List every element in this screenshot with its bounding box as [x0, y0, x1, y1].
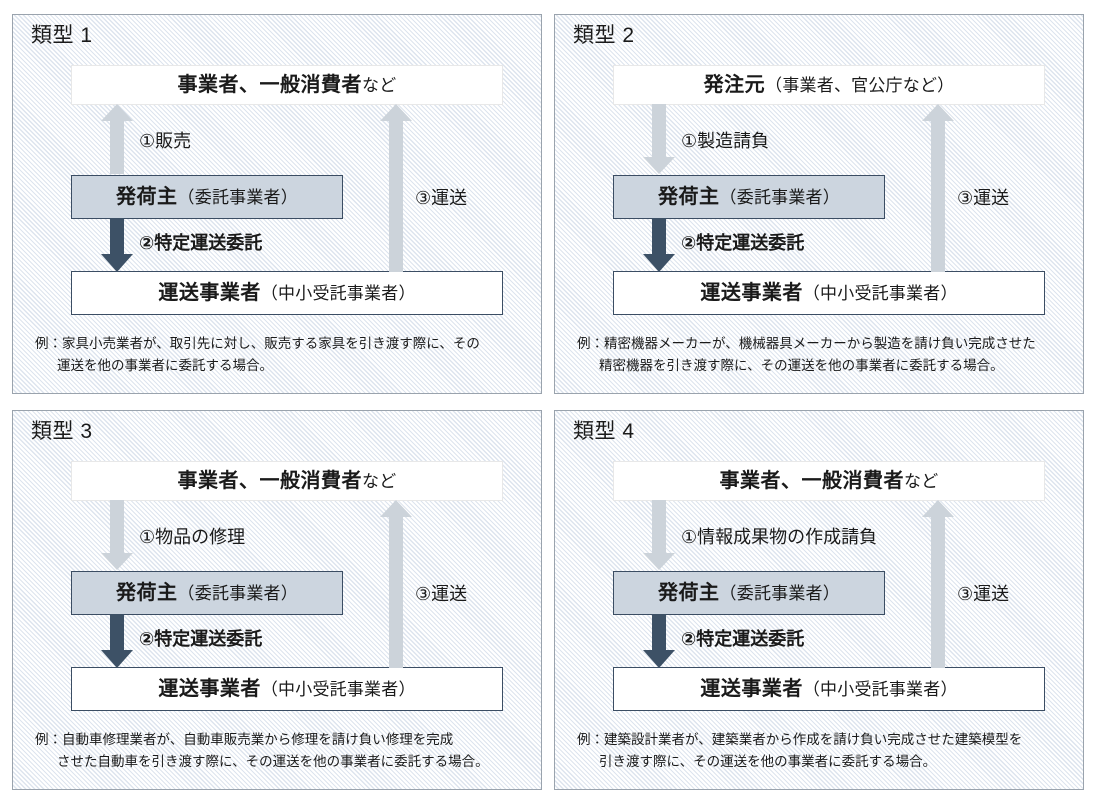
node-bottom-sub: （中小受託事業者） [260, 679, 416, 699]
example-note: 例：自動車修理業者が、自動車販売業から修理を請け負い修理を完成 させた自動車を引… [35, 729, 523, 773]
node-carrier: 運送事業者 （中小受託事業者） [613, 271, 1045, 315]
example-note: 例：精密機器メーカーが、機械器具メーカーから製造を請け負い完成させた 精密機器を… [577, 333, 1065, 377]
node-carrier: 運送事業者 （中小受託事業者） [71, 667, 503, 711]
node-bottom-strong: 運送事業者 [700, 678, 803, 700]
panel-type-4: 類型 4 事業者、一般消費者 など 発荷主 （委託事業者） 運送事業者 （中小受… [554, 410, 1084, 790]
arrow-down-dark-icon [101, 218, 133, 272]
arrow-label-3: ③運送 [415, 584, 468, 604]
arrow-down-dark-icon [643, 614, 675, 668]
example-note-line: 例：建築設計業者が、建築業者から作成を請け負い完成させた建築模型を [577, 732, 1023, 747]
panel-title: 類型 4 [573, 420, 635, 443]
example-note: 例：家具小売業者が、取引先に対し、販売する家具を引き渡す際に、その 運送を他の事… [35, 333, 523, 377]
arrow-down-dark-icon [101, 614, 133, 668]
node-top-strong: 事業者、一般消費者 [719, 470, 905, 492]
example-note-line: 例：精密機器メーカーが、機械器具メーカーから製造を請け負い完成させた [577, 336, 1036, 351]
arrow-down-light-icon [101, 500, 133, 570]
arrow-label-3: ③運送 [957, 584, 1010, 604]
node-top-strong: 事業者、一般消費者 [177, 470, 363, 492]
node-shipper: 発荷主 （委託事業者） [613, 571, 885, 615]
node-top-sub: （事業者、官公庁など） [765, 75, 955, 95]
node-top-party: 事業者、一般消費者 など [71, 65, 503, 105]
node-mid-strong: 発荷主 [658, 186, 720, 208]
node-mid-strong: 発荷主 [658, 582, 720, 604]
example-note-line: させた自動車を引き渡す際に、その運送を他の事業者に委託する場合。 [57, 753, 489, 769]
panel-type-3: 類型 3 事業者、一般消費者 など 発荷主 （委託事業者） 運送事業者 （中小受… [12, 410, 542, 790]
arrow-label-2: ②特定運送委託 [681, 629, 805, 649]
panel-grid: 類型 1 事業者、一般消費者 など 発荷主 （委託事業者） 運送事業者 （中小受… [12, 14, 1084, 790]
panel-title: 類型 2 [573, 24, 635, 47]
arrow-down-dark-icon [643, 218, 675, 272]
arrow-up-light-transport-icon [922, 500, 954, 668]
node-shipper: 発荷主 （委託事業者） [613, 175, 885, 219]
node-mid-sub: （委託事業者） [719, 187, 840, 207]
example-note-line: 精密機器を引き渡す際に、その運送を他の事業者に委託する場合。 [599, 357, 1004, 373]
arrow-label-2: ②特定運送委託 [139, 629, 263, 649]
node-bottom-sub: （中小受託事業者） [260, 283, 416, 303]
node-top-sub: など [362, 471, 397, 491]
node-mid-strong: 発荷主 [116, 186, 178, 208]
arrow-up-light-transport-icon [380, 500, 412, 668]
node-mid-strong: 発荷主 [116, 582, 178, 604]
arrow-up-light-transport-icon [922, 104, 954, 272]
arrow-down-light-icon [643, 500, 675, 570]
arrow-label-2: ②特定運送委託 [681, 233, 805, 253]
example-note-line: 例：家具小売業者が、取引先に対し、販売する家具を引き渡す際に、その [35, 336, 480, 351]
node-bottom-sub: （中小受託事業者） [802, 679, 958, 699]
node-carrier: 運送事業者 （中小受託事業者） [613, 667, 1045, 711]
arrow-label-1: ①製造請負 [681, 131, 770, 151]
panel-title: 類型 1 [31, 24, 93, 47]
node-shipper: 発荷主 （委託事業者） [71, 571, 343, 615]
node-bottom-strong: 運送事業者 [158, 678, 261, 700]
node-bottom-sub: （中小受託事業者） [802, 283, 958, 303]
panel-type-2: 類型 2 発注元 （事業者、官公庁など） 発荷主 （委託事業者） 運送事業者 （… [554, 14, 1084, 394]
panel-type-1: 類型 1 事業者、一般消費者 など 発荷主 （委託事業者） 運送事業者 （中小受… [12, 14, 542, 394]
node-top-strong: 発注元 [703, 74, 766, 96]
node-bottom-strong: 運送事業者 [700, 282, 803, 304]
example-note-line: 例：自動車修理業者が、自動車販売業から修理を請け負い修理を完成 [35, 732, 454, 747]
node-bottom-strong: 運送事業者 [158, 282, 261, 304]
node-top-strong: 事業者、一般消費者 [177, 74, 363, 96]
arrow-up-light-transport-icon [380, 104, 412, 272]
arrow-label-1: ①販売 [139, 131, 192, 151]
arrow-label-3: ③運送 [957, 188, 1010, 208]
node-shipper: 発荷主 （委託事業者） [71, 175, 343, 219]
arrow-label-1: ①物品の修理 [139, 527, 246, 547]
panel-title: 類型 3 [31, 420, 93, 443]
node-top-sub: など [362, 75, 397, 95]
node-top-party: 事業者、一般消費者 など [71, 461, 503, 501]
example-note-line: 運送を他の事業者に委託する場合。 [57, 357, 273, 373]
node-carrier: 運送事業者 （中小受託事業者） [71, 271, 503, 315]
node-mid-sub: （委託事業者） [719, 583, 840, 603]
arrow-label-1: ①情報成果物の作成請負 [681, 527, 878, 547]
node-top-sub: など [904, 471, 939, 491]
node-mid-sub: （委託事業者） [177, 583, 298, 603]
example-note-line: 引き渡す際に、その運送を他の事業者に委託する場合。 [599, 753, 937, 769]
arrow-label-2: ②特定運送委託 [139, 233, 263, 253]
example-note: 例：建築設計業者が、建築業者から作成を請け負い完成させた建築模型を 引き渡す際に… [577, 729, 1065, 773]
node-top-party: 事業者、一般消費者 など [613, 461, 1045, 501]
arrow-label-3: ③運送 [415, 188, 468, 208]
node-top-party: 発注元 （事業者、官公庁など） [613, 65, 1045, 105]
arrow-up-light-icon [101, 104, 133, 174]
node-mid-sub: （委託事業者） [177, 187, 298, 207]
arrow-down-light-icon [643, 104, 675, 174]
